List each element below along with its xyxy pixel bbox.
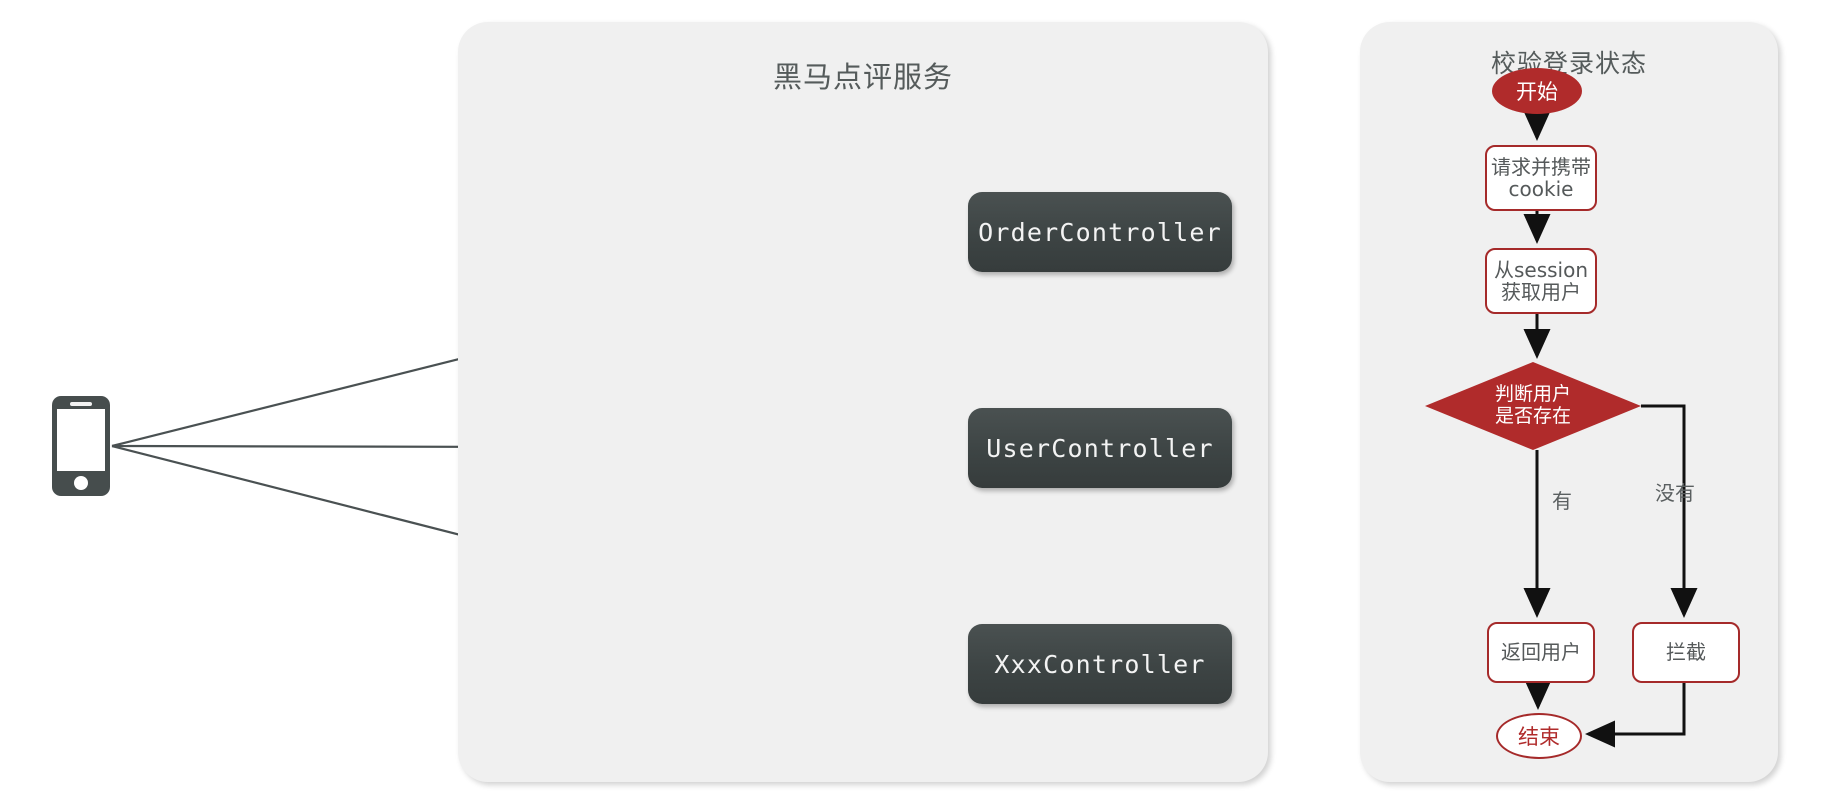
phone-screen [57,409,105,471]
node-decision-user-exists[interactable]: 判断用户 是否存在 [1425,362,1641,450]
node-request-with-cookie[interactable]: 请求并携带 cookie [1485,145,1597,211]
node-flow-end[interactable]: 结束 [1496,713,1582,759]
mobile-phone-icon [52,396,110,496]
decision-label: 判断用户 是否存在 [1494,383,1571,427]
node-order-controller[interactable]: OrderController [968,192,1232,272]
phone-speaker [70,402,92,406]
node-block-request[interactable]: 拦截 [1632,622,1740,683]
service-panel-title: 黑马点评服务 [772,60,953,94]
phone-home-button [74,476,88,490]
node-user-controller[interactable]: UserController [968,408,1232,488]
node-xxx-controller[interactable]: XxxController [968,624,1232,704]
decision-diamond-shape [1425,362,1641,450]
node-return-user[interactable]: 返回用户 [1487,622,1595,683]
edge-label-yes: 有 [1552,489,1572,513]
node-get-user-from-session[interactable]: 从session 获取用户 [1485,248,1597,314]
edge-label-no: 没有 [1655,481,1695,505]
node-flow-start[interactable]: 开始 [1492,68,1582,114]
